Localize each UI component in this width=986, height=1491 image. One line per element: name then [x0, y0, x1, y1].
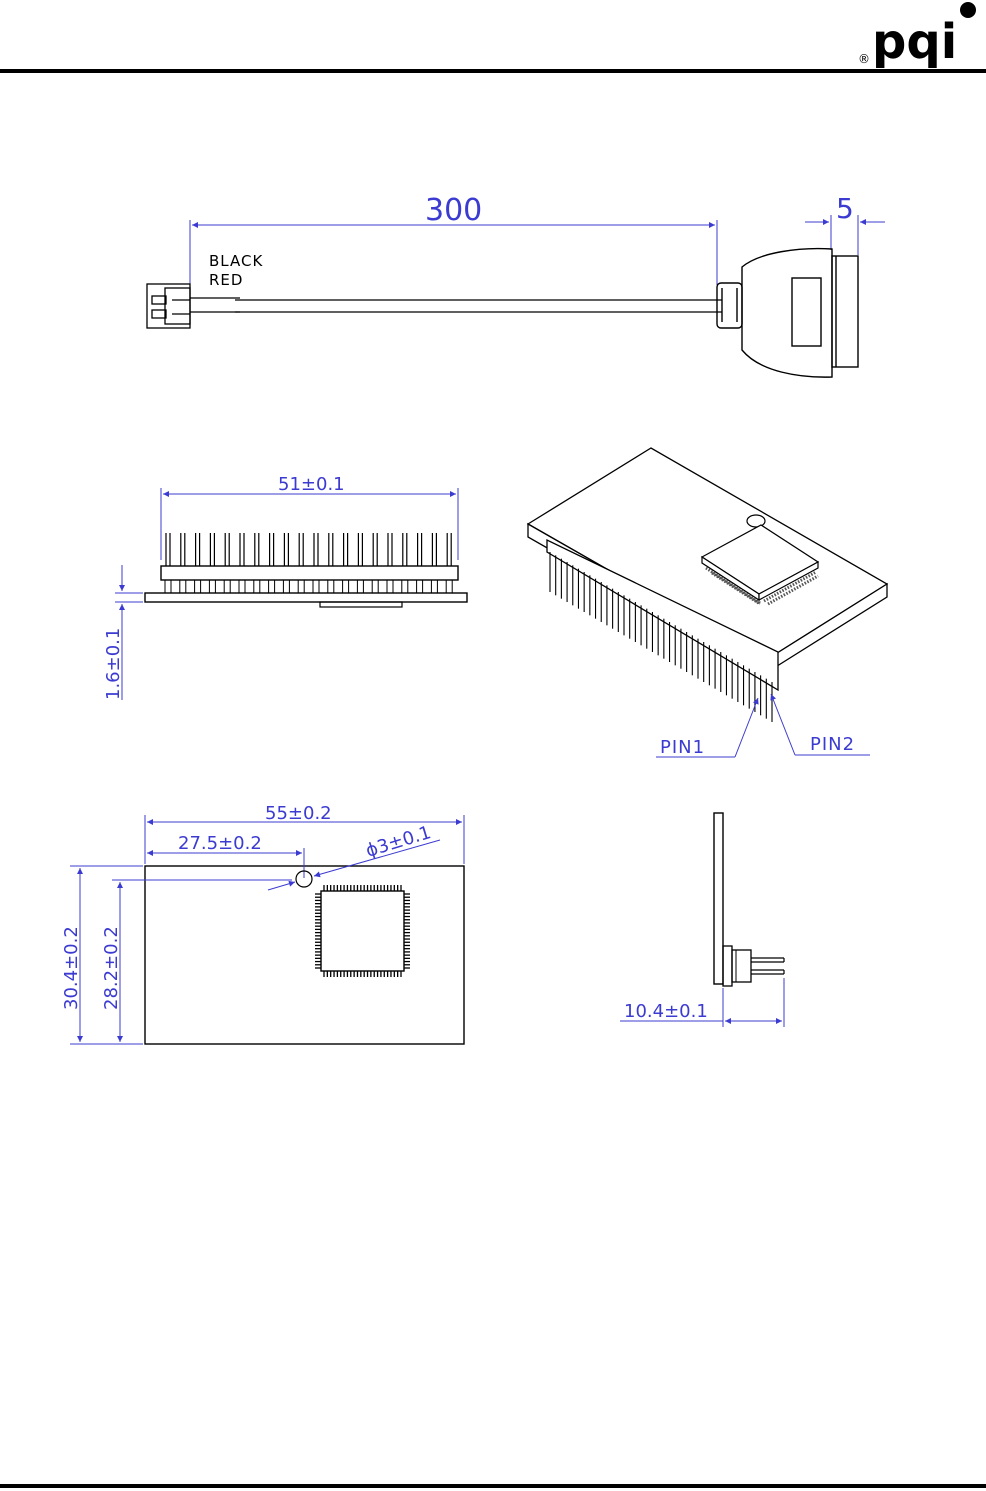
header-housing-end [722, 945, 733, 987]
iso-pins [549, 552, 773, 722]
footer-rule [0, 1484, 986, 1488]
pin-stub [356, 579, 364, 594]
header-rule [0, 69, 986, 73]
hole-height-dimension: 28.2±0.2 [101, 926, 122, 1010]
pin-stub [430, 579, 438, 594]
pin-stub [386, 579, 394, 594]
pin-stub [223, 579, 231, 594]
qfp-leads [315, 885, 410, 977]
header: pqi ® [0, 2, 986, 73]
pin-stub [179, 579, 187, 594]
pin-stub [282, 579, 290, 594]
header-pins [164, 533, 453, 594]
pin-stub [416, 579, 424, 594]
pin2-leader-diag [770, 693, 796, 756]
top-view: 55±0.2 27.5±0.2 ϕ3±0.1 30.4±0.2 28.2±0.2 [61, 803, 465, 1045]
logo-text: pqi [872, 14, 957, 70]
pin-header-body [160, 565, 459, 581]
pin-stub [268, 579, 276, 594]
cable-view: 300 5 BLACK RED [146, 192, 885, 378]
end-view: 10.4±0.1 [620, 812, 785, 1027]
pin2-label: PIN2 [810, 734, 855, 755]
side-width-dimension: 51±0.1 [278, 474, 345, 495]
hole-dia-leader [313, 839, 441, 878]
pcb-side [144, 592, 468, 603]
header-collar [731, 949, 752, 983]
pin-stub [208, 579, 216, 594]
chip-side [319, 601, 403, 608]
pin-stub [194, 579, 202, 594]
top-width-dimension: 55±0.2 [265, 803, 332, 824]
jst-connector [146, 283, 191, 329]
height-dimension: 30.4±0.2 [61, 926, 82, 1010]
pin-stub [371, 579, 379, 594]
mounting-hole-iso [746, 514, 766, 528]
pin-stub [327, 579, 335, 594]
pin-stub [445, 579, 453, 594]
thickness-dimension: 1.6±0.1 [103, 628, 124, 700]
mounting-hole [295, 870, 313, 888]
pin1-leader-diag [734, 697, 759, 758]
end-pins [751, 957, 785, 975]
wire-label-black: BLACK [209, 252, 263, 270]
logo-dot-icon [960, 2, 976, 18]
pin-stub [297, 579, 305, 594]
pin1-label: PIN1 [660, 737, 705, 758]
registered-mark: ® [858, 52, 870, 66]
hole-dia-leader-2 [267, 880, 296, 891]
end-dimension: 5 [836, 192, 854, 225]
depth-dimension: 10.4±0.1 [624, 1001, 708, 1022]
hole-diameter-dimension: ϕ3±0.1 [363, 822, 433, 862]
iso-board [526, 447, 889, 692]
side-view: 51±0.1 1.6±0.1 [103, 474, 468, 700]
qfp-chip [315, 885, 410, 977]
hole-offset-dimension: 27.5±0.2 [178, 833, 262, 854]
wire-label-red: RED [209, 271, 243, 289]
pin-stub [312, 579, 320, 594]
length-dimension: 300 [425, 193, 482, 228]
pin-stub [164, 579, 172, 594]
pin-stub [401, 579, 409, 594]
wires [190, 297, 722, 313]
pcb-edge [713, 812, 724, 985]
pin-stub [238, 579, 246, 594]
pcb-top [144, 865, 465, 1045]
iso-chip [700, 524, 820, 606]
pin-stub [253, 579, 261, 594]
isometric-view: PIN1 PIN2 [526, 447, 889, 758]
pin-stub [342, 579, 350, 594]
plug-body [716, 247, 859, 378]
